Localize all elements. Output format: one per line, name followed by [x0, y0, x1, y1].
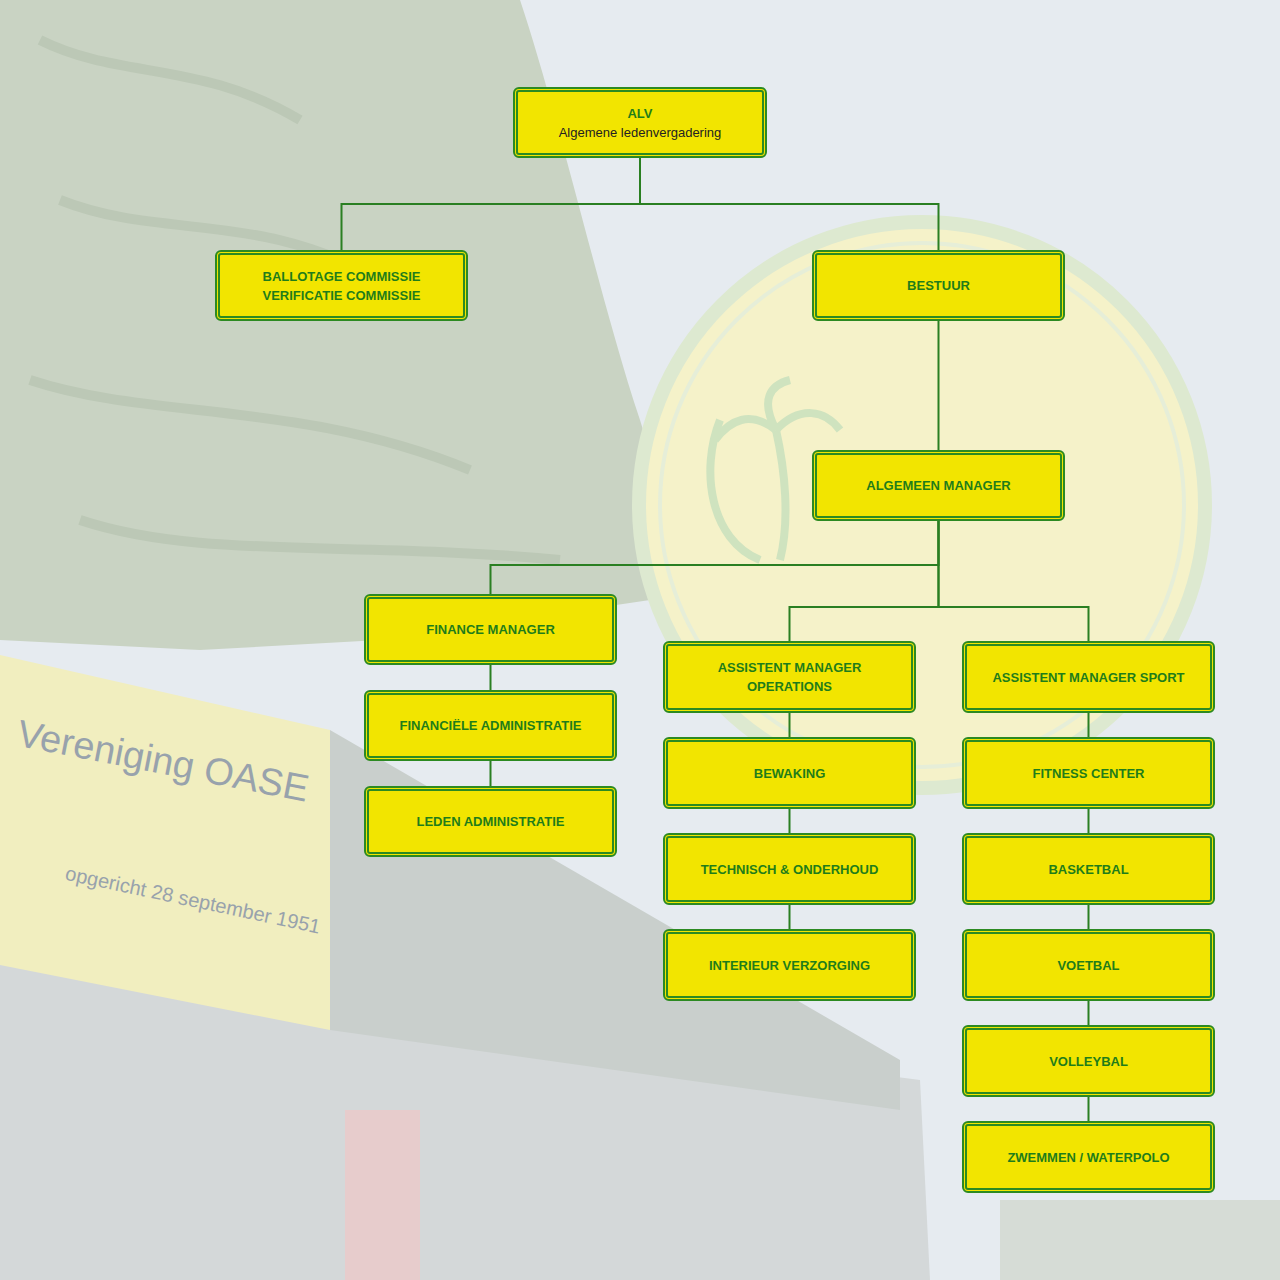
- banner: [0, 655, 330, 1030]
- box-subtitle: VERIFICATIE COMMISSIE: [263, 286, 421, 305]
- org-connector: [490, 665, 492, 690]
- box-title: ASSISTENT MANAGER OPERATIONS: [676, 658, 903, 696]
- box-title: ALGEMEEN MANAGER: [866, 476, 1010, 495]
- org-connector: [1088, 713, 1090, 737]
- org-box: VOLLEYBAL: [962, 1025, 1215, 1097]
- box-title: INTERIEUR VERZORGING: [709, 956, 870, 975]
- org-connector: [939, 521, 1089, 641]
- org-box: VOETBAL: [962, 929, 1215, 1001]
- box-content: BALLOTAGE COMMISSIEVERIFICATIE COMMISSIE: [255, 261, 429, 311]
- org-box: ASSISTENT MANAGER SPORT: [962, 641, 1215, 713]
- org-connector: [1088, 905, 1090, 929]
- org-box: BALLOTAGE COMMISSIEVERIFICATIE COMMISSIE: [215, 250, 468, 321]
- box-title: TECHNISCH & ONDERHOUD: [701, 860, 879, 879]
- box-content: ALVAlgemene ledenvergadering: [551, 98, 730, 148]
- box-content: BESTUUR: [899, 270, 978, 301]
- box-content: LEDEN ADMINISTRATIE: [408, 806, 572, 837]
- org-box: BASKETBAL: [962, 833, 1215, 905]
- box-title: BEWAKING: [754, 764, 826, 783]
- org-box: FITNESS CENTER: [962, 737, 1215, 809]
- box-subtitle: Algemene ledenvergadering: [559, 123, 722, 142]
- box-content: ASSISTENT MANAGER OPERATIONS: [668, 652, 911, 702]
- org-connector: [491, 521, 939, 594]
- box-title: BESTUUR: [907, 276, 970, 295]
- box-content: BASKETBAL: [1040, 854, 1136, 885]
- trees-right: [1000, 1200, 1280, 1280]
- org-connector: [789, 713, 791, 737]
- box-content: ZWEMMEN / WATERPOLO: [999, 1142, 1177, 1173]
- box-content: ALGEMEEN MANAGER: [858, 470, 1018, 501]
- box-title: BASKETBAL: [1048, 860, 1128, 879]
- shop-sign: [345, 1110, 420, 1280]
- box-content: INTERIEUR VERZORGING: [701, 950, 878, 981]
- org-connector: [789, 809, 791, 833]
- org-connector: [938, 321, 940, 450]
- box-title: FINANCE MANAGER: [426, 620, 555, 639]
- box-content: ASSISTENT MANAGER SPORT: [984, 662, 1192, 693]
- box-content: VOETBAL: [1049, 950, 1127, 981]
- org-box: ZWEMMEN / WATERPOLO: [962, 1121, 1215, 1193]
- org-box: ALGEMEEN MANAGER: [812, 450, 1065, 521]
- org-box: INTERIEUR VERZORGING: [663, 929, 916, 1001]
- org-box: FINANCE MANAGER: [364, 594, 617, 665]
- org-connector: [342, 158, 641, 250]
- org-box: LEDEN ADMINISTRATIE: [364, 786, 617, 857]
- box-title: ASSISTENT MANAGER SPORT: [992, 668, 1184, 687]
- org-box: BESTUUR: [812, 250, 1065, 321]
- org-connector: [1088, 1097, 1090, 1121]
- box-title: VOETBAL: [1057, 956, 1119, 975]
- org-connector: [790, 521, 939, 641]
- org-box: BEWAKING: [663, 737, 916, 809]
- assembly-box: ALVAlgemene ledenvergadering: [513, 87, 767, 158]
- org-connector: [640, 158, 939, 250]
- box-title: FINANCIËLE ADMINISTRATIE: [400, 716, 582, 735]
- box-title: FITNESS CENTER: [1033, 764, 1145, 783]
- tree-texture: [30, 40, 560, 560]
- box-title: LEDEN ADMINISTRATIE: [416, 812, 564, 831]
- box-content: FINANCIËLE ADMINISTRATIE: [392, 710, 590, 741]
- org-connector: [490, 761, 492, 786]
- org-connector: [789, 905, 791, 929]
- box-title: ALV: [559, 104, 722, 123]
- org-connector: [1088, 809, 1090, 833]
- box-content: TECHNISCH & ONDERHOUD: [693, 854, 887, 885]
- box-title: VOLLEYBAL: [1049, 1052, 1128, 1071]
- org-box: FINANCIËLE ADMINISTRATIE: [364, 690, 617, 761]
- org-box: TECHNISCH & ONDERHOUD: [663, 833, 916, 905]
- box-content: FINANCE MANAGER: [418, 614, 563, 645]
- org-connector: [1088, 1001, 1090, 1025]
- box-content: VOLLEYBAL: [1041, 1046, 1136, 1077]
- org-box: ASSISTENT MANAGER OPERATIONS: [663, 641, 916, 713]
- box-content: BEWAKING: [746, 758, 834, 789]
- box-title: BALLOTAGE COMMISSIE: [263, 267, 421, 286]
- box-title: ZWEMMEN / WATERPOLO: [1007, 1148, 1169, 1167]
- box-content: FITNESS CENTER: [1025, 758, 1153, 789]
